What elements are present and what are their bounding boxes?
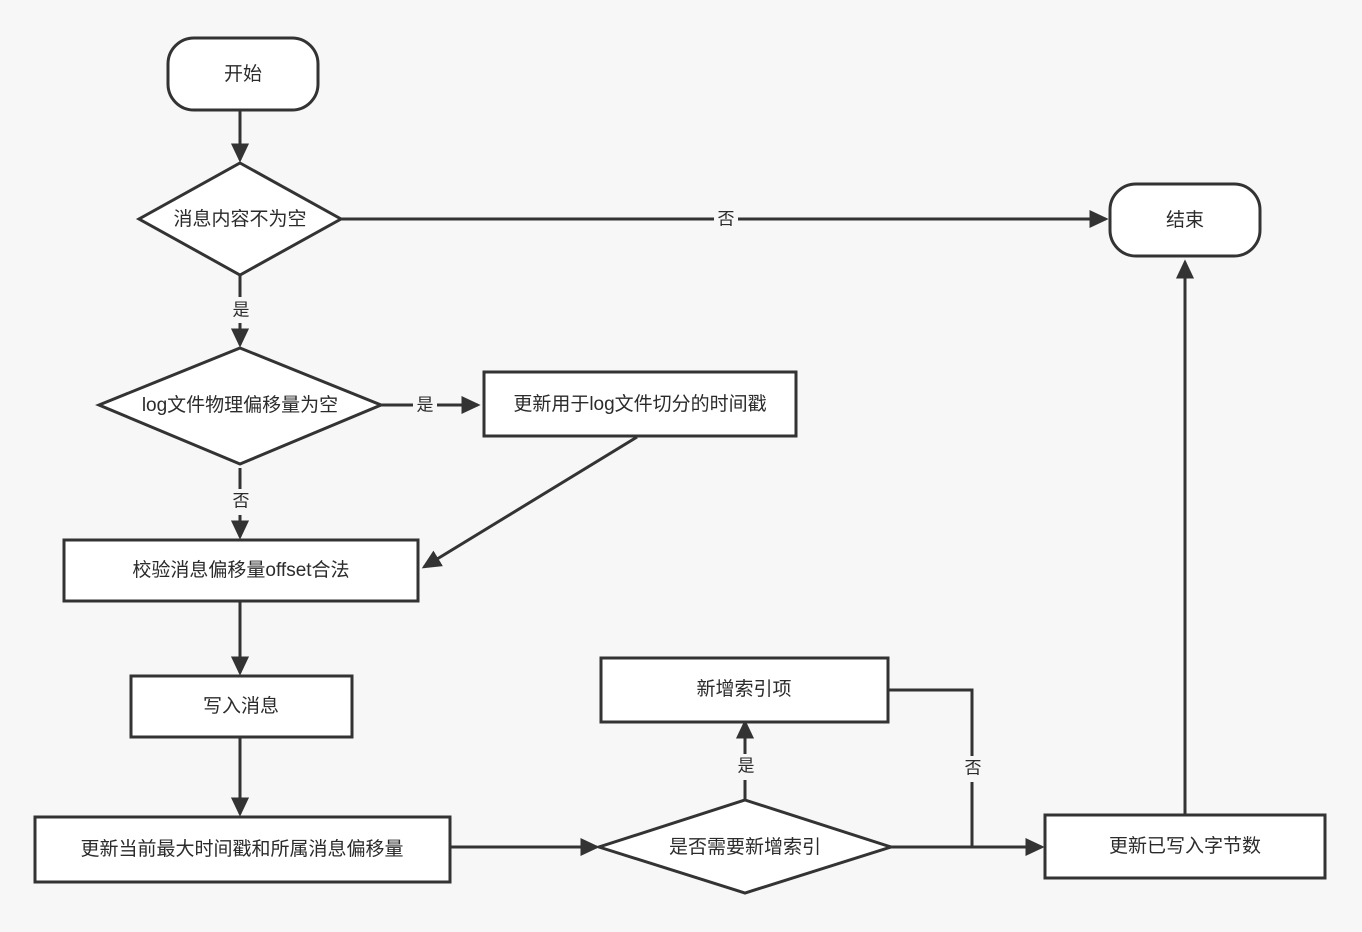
node-add-index[interactable]: 新增索引项: [599, 656, 890, 724]
node-update-bytes-shape[interactable]: [1043, 813, 1327, 880]
edge-label-bg-yes-to-offset: [229, 297, 253, 323]
node-need-index-shape[interactable]: [594, 798, 896, 895]
node-update-ts[interactable]: 更新用于log文件切分的时间戳: [482, 370, 798, 438]
node-check-empty-shape[interactable]: [135, 161, 345, 277]
node-end[interactable]: 结束: [1108, 182, 1262, 258]
edge-label-bg-no-to-update-bytes: [961, 756, 985, 782]
node-end-shape[interactable]: [1108, 182, 1262, 258]
node-update-max-shape[interactable]: [33, 815, 452, 884]
node-update-bytes[interactable]: 更新已写入字节数: [1043, 813, 1327, 880]
edge-label-bg-yes-to-add-index: [734, 754, 758, 780]
node-update-max[interactable]: 更新当前最大时间戳和所属消息偏移量: [33, 815, 452, 884]
edge-label-bg-no-to-end: [714, 206, 738, 232]
node-check-offset-shape[interactable]: [95, 346, 385, 466]
edge-add-index-to-update-bytes: [888, 688, 974, 847]
node-verify[interactable]: 校验消息偏移量offset合法: [62, 538, 420, 603]
node-check-offset[interactable]: log文件物理偏移量为空: [95, 346, 385, 466]
edge-update-ts-to-verify: [421, 435, 638, 569]
node-update-ts-shape[interactable]: [482, 370, 798, 438]
node-start[interactable]: 开始: [166, 36, 320, 112]
edge-label-bg-no-to-verify: [229, 489, 253, 515]
node-check-empty[interactable]: 消息内容不为空: [135, 161, 345, 277]
edge-label-bg-yes-to-update-ts: [413, 393, 437, 419]
node-add-index-shape[interactable]: [599, 656, 890, 724]
node-verify-shape[interactable]: [62, 538, 420, 603]
node-start-shape[interactable]: [166, 36, 320, 112]
node-write-msg[interactable]: 写入消息: [129, 674, 354, 739]
node-need-index[interactable]: 是否需要新增索引: [594, 798, 896, 895]
edges-layer: [230, 110, 1195, 857]
node-write-msg-shape[interactable]: [129, 674, 354, 739]
